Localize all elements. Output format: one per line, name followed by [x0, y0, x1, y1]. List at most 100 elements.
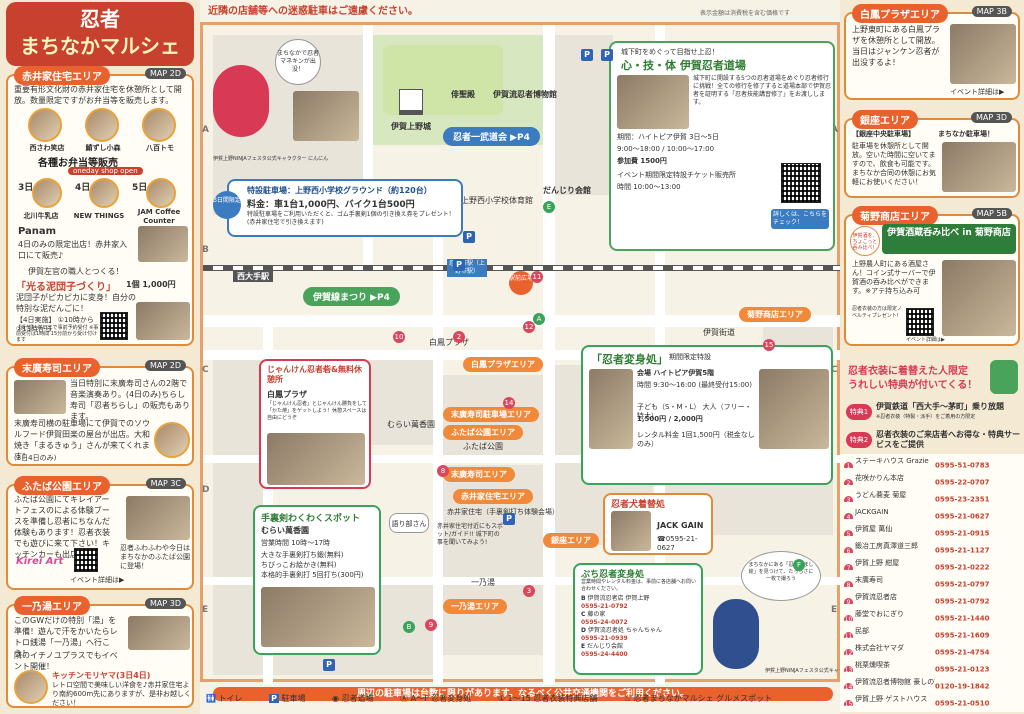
henshin-marker-f[interactable]: F	[793, 559, 805, 571]
suehiro-panel: 末廣寿司エリア MAP 2D 当日特別に末廣寿司さんの2階で音楽演奏あり。(4日…	[6, 358, 194, 466]
katari-desc: 赤井家住宅付近にもスポット/ガイド!! 城下町の事を聞いてみよう!	[437, 523, 504, 546]
legend-gourmet: ♨ 忍者まちなかマルシェ グルメスポット	[623, 694, 773, 703]
kitchen-name: キッチンモリヤマ(3日4日)	[52, 671, 151, 680]
map-frame: A B C D E A C E 伊賀上野城 俳聖殿 伊賀流忍者博物館 忍者一武道…	[200, 22, 880, 701]
ginza-panel: 銀座エリア MAP 3D 【銀座中央駐車場】 まちなか駐車場！ 駐車場を休憩所と…	[844, 110, 1020, 198]
ichinoyu-desc2: 隣のイチノユプラスでもイベント開催！	[14, 651, 118, 671]
ginza-title: 銀座エリア	[852, 110, 918, 129]
shop-marker-10[interactable]: 10	[393, 331, 405, 343]
castle-icon	[399, 89, 423, 115]
shop-photo-1	[28, 108, 62, 142]
petit-shop-b-tel: 0595-21-0792	[581, 603, 628, 610]
shop-row-1[interactable]: 1ステーキハウス Grazie0595-51-0783	[844, 456, 1020, 468]
panam-name: Panam	[18, 226, 57, 237]
dengaku-photo	[154, 422, 190, 458]
shop-marker-2[interactable]: 2	[453, 331, 465, 343]
janken-title: じゃんけん忍者砦&無料休憩所	[267, 365, 362, 384]
dojo-qr-code[interactable]	[781, 163, 821, 203]
shop-marker-14[interactable]: 14	[503, 397, 515, 409]
shop-marker-9[interactable]: 9	[425, 619, 437, 631]
henshin-marker-b[interactable]: B	[403, 621, 415, 633]
petit-henshin-list: B 伊賀流忍者店 伊賀上野 0595-21-0792 C 藤の家 0595-24…	[581, 595, 699, 659]
futaba-inflatable-photo	[126, 496, 190, 540]
ninja-mascot-icon	[213, 65, 269, 137]
shop-marker-11[interactable]: 11	[531, 271, 543, 283]
futaba-side-note: 忍者ふわふわや今日はまちなかのふたば公園に登場！	[120, 544, 190, 570]
ginza-map-ref: MAP 3D	[971, 112, 1012, 123]
panam-desc: 4日のみの限定出店！赤井家入口にて販売♪	[18, 240, 128, 260]
suehiro-desc: 当日特別に末廣寿司さんの2階で音楽演奏あり。(4日のみ)ちらし寿司「忍者ちらし」…	[70, 379, 190, 421]
shop-row-8[interactable]: 8末廣寿司0595-21-0797	[844, 575, 1020, 587]
akai-house-label: 赤井家住宅（手裏剣打ち体験会場）	[447, 508, 559, 516]
iga-matsuri-button[interactable]: 伊賀線まつり ▶P4	[303, 287, 400, 306]
dojo-ticket-time: 時間 10:00〜13:00	[617, 183, 681, 191]
futaba-qr-note: イベント詳細は▶	[70, 576, 125, 584]
shop-row-4[interactable]: 4JACKGAIN0595-21-0627	[844, 507, 1020, 519]
shop-row-14[interactable]: 14伊賀流忍者博物館 豪しの館0120-19-1842	[844, 677, 1020, 689]
henshin-price-values: 1,500円 / 2,000円	[637, 415, 703, 423]
haiseiden-label: 俳聖殿	[451, 90, 475, 99]
shop-photo-2	[85, 108, 119, 142]
ninja-dog-box: 忍者犬着替処 JACK GAIN ☎0595-21-0627	[603, 493, 713, 555]
shop-row-6[interactable]: 6鍛冶工房真澤道三郎0595-21-1127	[844, 541, 1020, 553]
shop-marker-3[interactable]: 3	[523, 585, 535, 597]
area-label-kikuya: 菊野商店エリア	[739, 307, 811, 322]
shop-marker-8[interactable]: 8	[437, 465, 449, 477]
shop-row-7[interactable]: 7伊賀上野 紺屋0595-21-0222	[844, 558, 1020, 570]
mud-desc: 泥団子がピカピカに変身！自分の特別な泥だんごに！	[16, 293, 136, 313]
shop-row-15[interactable]: 15伊賀上野 ゲストハウス0595-21-0510	[844, 694, 1020, 706]
petit-shop-e-tel: 0595-24-4400	[581, 651, 628, 658]
shop-name-2: 鯖ずし小森	[85, 144, 121, 152]
tokuten-2: 忍者衣装のご来店者へお得な・特典サービスをご提供	[876, 430, 1020, 449]
shop-row-11[interactable]: 11民部0595-21-1609	[844, 626, 1020, 638]
shop-row-2[interactable]: 2花咲かりん本店0595-22-0707	[844, 473, 1020, 485]
parking-icon: P	[463, 231, 475, 243]
janken-place: 白鳳プラザ	[267, 390, 307, 399]
shop-row-9[interactable]: 9伊賀流忍者店0595-21-0792	[844, 592, 1020, 604]
murai-label: むらい萬香園	[387, 420, 435, 429]
ichinoyu-panel: 一乃湯エリア MAP 3D このGWだけの特別「湯」を準備！遊んで汗をかいたらレ…	[6, 596, 194, 708]
shop-marker-12[interactable]: 12	[523, 321, 535, 333]
akaigaya-panel: 赤井家住宅エリア MAP 2D 重要有形文化財の赤井家住宅を休憩所として開放。数…	[6, 66, 194, 346]
henshin-marker-a[interactable]: A	[533, 313, 545, 325]
mud-qr-code[interactable]	[100, 312, 128, 340]
map-legend: 🚻 トイレ P 駐車場 ◉ 忍者道場 Ⓐ A〜F 忍者変身処 ① 1〜15 忍者…	[200, 688, 840, 710]
kikuya-desc: 上野農人町にある酒屋さん！コイン式サーバーで伊賀酒の呑み比べができます。※アテ持…	[852, 260, 936, 295]
shop-row-3[interactable]: 3うどん蕎麦 菊屋0595-23-2351	[844, 490, 1020, 502]
panam-photo	[138, 226, 188, 262]
tokuten-1: 伊賀鉄道「西大手〜茅町」乗り放題	[876, 402, 1004, 411]
ninja-museum-label: 伊賀流忍者博物館	[493, 90, 557, 99]
shuriken-photo	[261, 587, 375, 647]
shuriken-item-2: ちびっこお絵かき(無料)	[261, 561, 337, 569]
petit-henshin-box: ぷち忍者変身処 営業時間やレンタル料金は、事前に各店舗へお問い合わせください。 …	[573, 563, 703, 675]
mud-price: 1個 1,000円	[126, 280, 176, 289]
shop-row-12[interactable]: 12株式会社ヤマダ0595-21-4754	[844, 643, 1020, 655]
iga-kaido-label: 伊賀街道	[703, 328, 735, 337]
kikuya-qr-code[interactable]	[906, 308, 934, 336]
kikuya-title: 菊野商店エリア	[852, 206, 938, 225]
shop-marker-15[interactable]: 15	[763, 339, 775, 351]
henshin-marker-e[interactable]: E	[543, 201, 555, 213]
shop-photo-3	[142, 108, 176, 142]
dojo-more-link[interactable]: 詳しくは、こちらをチェック！	[771, 209, 829, 229]
danjiri-label: だんじり会館	[543, 186, 591, 195]
area-label-futaba: ふたば公園エリア	[443, 425, 523, 440]
katari-label: 語り部さん	[389, 513, 429, 533]
shop-row-13[interactable]: 13桃栗燻喫茶0595-21-0123	[844, 660, 1020, 672]
shuriken-place: むらい萬香園	[261, 526, 309, 535]
kikuya-qr-note: イベント詳細は▶	[906, 337, 945, 343]
ninja-ichi-button[interactable]: 忍者一武道会 ▶P4	[443, 127, 540, 146]
futaba-map-ref: MAP 3C	[145, 478, 186, 489]
futaba-panel: ふたば公園エリア MAP 3C ふたば公園にてキレイアートフェスのによる体験ブー…	[6, 476, 194, 590]
oneday-shop-3: JAM Coffee Counter	[137, 208, 181, 225]
area-label-suehiro-park: 末廣寿司駐車場エリア	[443, 407, 539, 422]
shirahou-map-ref: MAP 3B	[971, 6, 1012, 17]
futaba-park-label: ふたば公園	[463, 442, 503, 451]
futaba-qr-code[interactable]	[74, 548, 98, 572]
shop-row-5[interactable]: 5伊賀屋 萬仙0595-21-0915	[844, 524, 1020, 536]
ichinoyu-desc: このGWだけの特別「湯」を準備！遊んで汗をかいたらレトロ銭湯「一乃湯」へ行こう！	[14, 616, 118, 658]
shuriken-item-3: 本格的手裏剣打 5回打ち(300円)	[261, 571, 364, 579]
shop-row-10[interactable]: 10藤堂でおにぎり0595-21-1440	[844, 609, 1020, 621]
map-header-warning: 近隣の店舗等への迷惑駐車はご遠慮ください。	[208, 6, 418, 17]
henshin-place: 会場 ハイトピア伊賀5階	[637, 369, 715, 377]
